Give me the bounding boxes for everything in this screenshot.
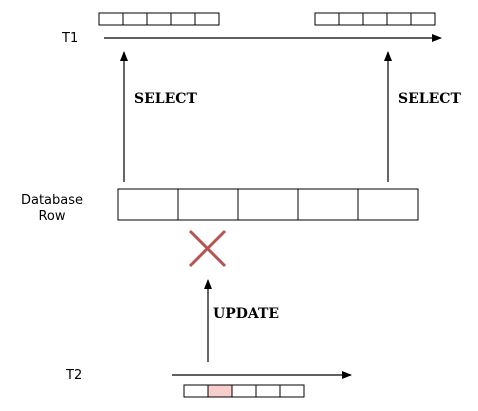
database-row — [117, 188, 419, 221]
snapshot-cell — [362, 12, 388, 26]
database-row-cell — [297, 188, 359, 221]
select-left-label: SELECT — [134, 91, 197, 107]
database-row-cell — [237, 188, 299, 221]
database-row-cell — [117, 188, 179, 221]
snapshot-cell — [386, 12, 412, 26]
select-right-label: SELECT — [398, 91, 461, 107]
database-row-cell — [177, 188, 239, 221]
database-row-label-line2: Row — [38, 209, 66, 224]
snapshot-cell — [122, 12, 148, 26]
t1-label: T1 — [62, 31, 79, 46]
snapshot-cell — [255, 384, 281, 398]
t2-label: T2 — [66, 368, 83, 383]
snapshot-cell — [279, 384, 305, 398]
snapshot-cell — [338, 12, 364, 26]
database-row-label-line1: Database — [20, 193, 84, 208]
snapshot-cell — [146, 12, 172, 26]
database-row-label: Database Row — [12, 193, 92, 225]
snapshot-cell — [231, 384, 257, 398]
snapshot-cell — [314, 12, 340, 26]
snapshot-cell — [410, 12, 436, 26]
snapshot-cell — [183, 384, 209, 398]
snapshot-cell — [194, 12, 220, 26]
update-label: UPDATE — [213, 306, 280, 322]
snapshot-cell — [98, 12, 124, 26]
snapshot-cell-highlighted — [207, 384, 233, 398]
t1-right-snapshot — [314, 12, 436, 26]
snapshot-cell — [170, 12, 196, 26]
blocked-cross-icon — [188, 229, 227, 268]
t1-left-snapshot — [98, 12, 220, 26]
t2-snapshot — [183, 384, 305, 398]
database-row-cell — [357, 188, 419, 221]
